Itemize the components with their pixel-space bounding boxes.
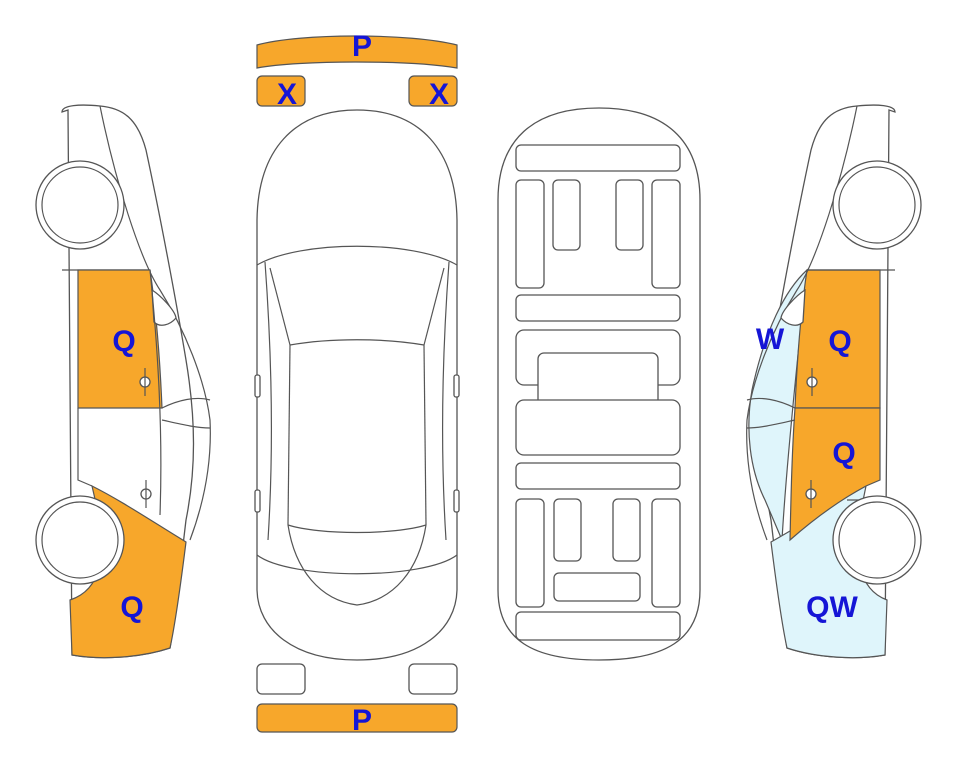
right-front-fender-label: W	[756, 323, 785, 356]
left-headlight-label: X	[277, 78, 297, 111]
right-headlight-zone	[408, 75, 458, 107]
left-taillight	[256, 663, 306, 695]
right-rear-wheel	[832, 495, 922, 585]
left-rear-fender-label: Q	[120, 591, 143, 624]
left-front-wheel	[35, 160, 125, 250]
left-rear-wheel	[35, 495, 125, 585]
left-side-view: Q Q	[35, 104, 211, 659]
underside-view	[497, 107, 701, 661]
right-front-fender-zone	[748, 268, 808, 541]
right-taillight	[408, 663, 458, 695]
rear-bumper-zone	[256, 703, 458, 733]
rear-bumper-label: P	[352, 704, 372, 737]
right-headlight-label: X	[429, 78, 449, 111]
right-rear-door-label: Q	[832, 437, 855, 470]
right-front-wheel	[832, 160, 922, 250]
front-bumper-label: P	[352, 30, 372, 63]
left-front-door-label: Q	[112, 325, 135, 358]
right-rear-door-zone	[789, 407, 881, 542]
right-rear-fender-label: QW	[806, 591, 858, 624]
right-side-view: W Q Q QW	[746, 104, 922, 659]
top-view: P X X P	[254, 30, 460, 737]
front-bumper-zone	[256, 35, 458, 69]
left-headlight-zone	[256, 75, 306, 107]
right-front-door-label: Q	[828, 325, 851, 358]
